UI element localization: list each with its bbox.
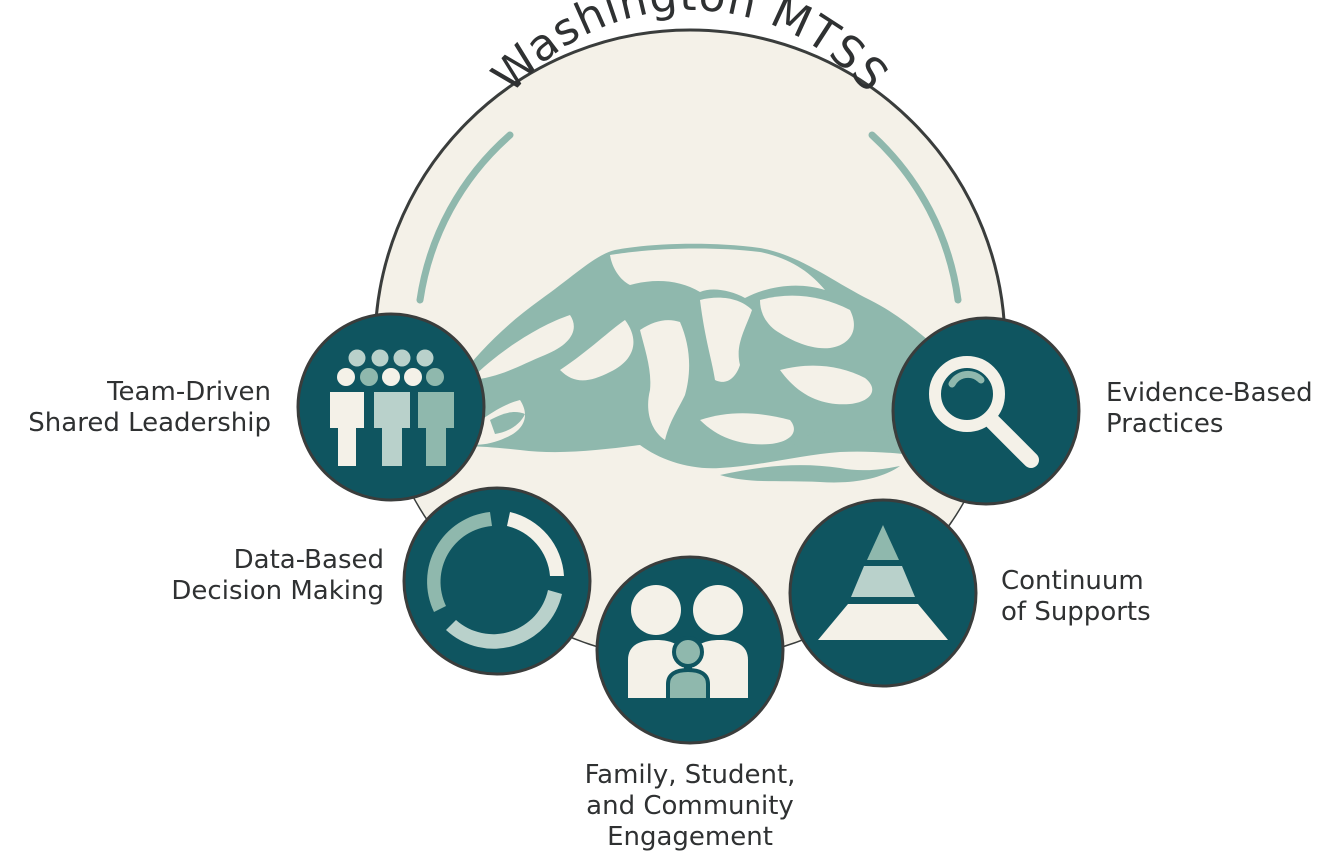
people-group-icon: [330, 349, 454, 466]
label-evidence-based-practices: Evidence-Based Practices: [1106, 378, 1313, 439]
cycle-arrows-icon: [427, 512, 564, 649]
family-icon: [628, 585, 748, 702]
pyramid-icon: [818, 525, 948, 640]
component-continuum: [788, 498, 978, 688]
component-evidence: [891, 316, 1081, 506]
label-team-driven-shared-leadership: Team-Driven Shared Leadership: [28, 377, 271, 438]
magnifying-glass-icon: [929, 356, 1039, 468]
label-data-based-decision-making: Data-Based Decision Making: [171, 545, 384, 606]
component-family: [595, 555, 785, 745]
label-continuum-of-supports: Continuum of Supports: [1001, 566, 1151, 627]
component-data: [402, 486, 592, 676]
label-family-student-community-engagement: Family, Student, and Community Engagemen…: [584, 760, 796, 852]
right-arc-decoration: [868, 131, 962, 304]
component-team: [296, 312, 486, 502]
left-arc-decoration: [416, 131, 514, 304]
